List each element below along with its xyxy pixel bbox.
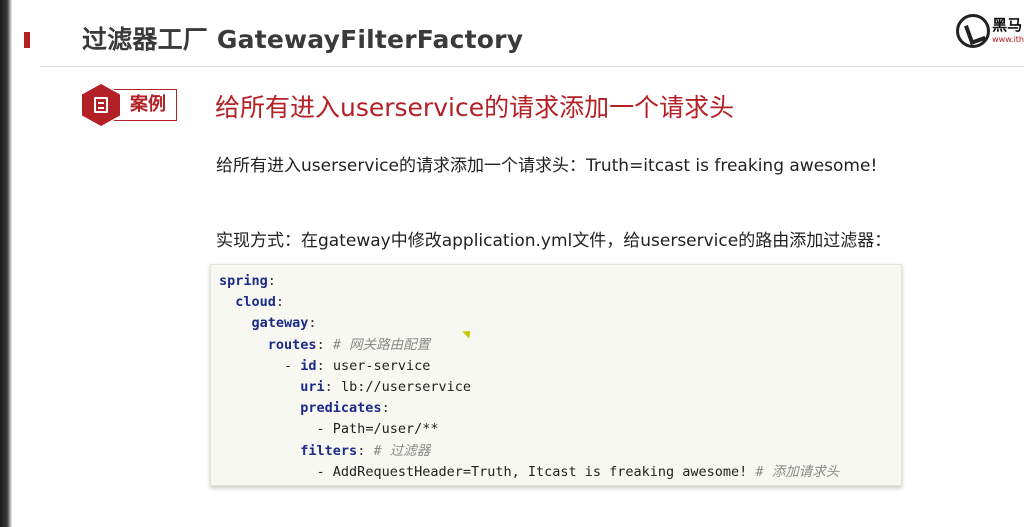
code-key: routes [267, 336, 317, 353]
code-line: predicates: [300, 400, 390, 417]
code-comment: # 网关路由配置 [332, 336, 431, 353]
code-dash: - [284, 357, 301, 374]
code-line: - Path=/user/** [219, 419, 901, 440]
title-accent-bar [24, 32, 30, 48]
left-edge-shadow [0, 0, 12, 527]
description-text: 给所有进入userservice的请求添加一个请求头：Truth=itcast … [216, 156, 878, 176]
code-line: filters: # 过滤器 [300, 442, 431, 459]
logo-text: 黑马 www.ith [992, 18, 1024, 44]
code-key: spring [219, 273, 268, 289]
code-key: predicates [300, 400, 382, 417]
code-line: - id: user-service [284, 357, 431, 374]
implementation-text: 实现方式：在gateway中修改application.yml文件，给users… [216, 231, 892, 251]
code-value: user-service [324, 357, 431, 374]
logo-icon [956, 14, 991, 48]
document-icon [82, 84, 120, 126]
code-line: spring: [219, 273, 276, 289]
code-key: cloud [235, 294, 276, 311]
code-line: uri: lb://userservice [300, 378, 471, 395]
code-comment: # 添加请求头 [755, 463, 840, 480]
code-line: gateway: [251, 315, 317, 332]
code-line: cloud: [235, 294, 285, 311]
code-value: - AddRequestHeader=Truth, Itcast is frea… [316, 463, 756, 480]
code-line: routes: # 网关路由配置 [267, 336, 431, 353]
code-comment: # 过滤器 [373, 442, 431, 459]
code-key: uri [300, 378, 325, 395]
code-key: id [300, 357, 317, 374]
brand-logo: 黑马 www.ith [956, 14, 1024, 48]
code-line: - AddRequestHeader=Truth, Itcast is frea… [219, 462, 901, 483]
page-title: 过滤器工厂 GatewayFilterFactory [82, 25, 524, 54]
code-value: lb://userservice [332, 378, 471, 395]
header-divider [40, 66, 1024, 67]
yaml-code-block: spring: cloud: gateway: routes: # 网关路由配置… [210, 264, 902, 486]
logo-url: www.ith [992, 35, 1024, 44]
case-tag: 案例 [82, 84, 177, 126]
code-key: filters [300, 442, 358, 459]
case-tag-label: 案例 [114, 89, 177, 121]
code-key: gateway [251, 315, 309, 332]
case-heading: 给所有进入userservice的请求添加一个请求头 [215, 93, 735, 122]
code-value: - Path=/user/** [316, 421, 439, 438]
logo-name: 黑马 [992, 16, 1023, 34]
